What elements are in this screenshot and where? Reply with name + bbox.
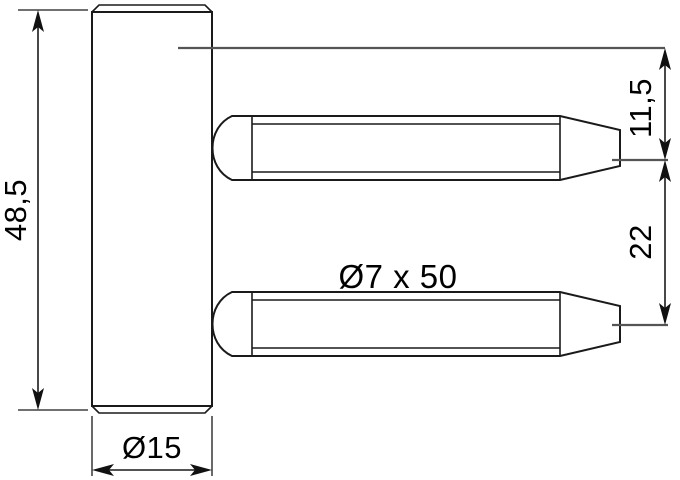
pin-spec-label: Ø7 x 50 <box>338 258 457 295</box>
lower-pin-geometry <box>211 291 621 357</box>
height-arrow-bottom <box>32 388 44 410</box>
plate-top-chamfer <box>91 4 213 13</box>
height-dim-label: 48,5 <box>0 179 33 241</box>
mounting-plate-geometry <box>91 4 213 414</box>
upper-pin-geometry <box>211 115 621 181</box>
top-offset-arrow-bottom <box>659 138 671 160</box>
label-pin-spec: Ø7 x 50 <box>338 258 457 295</box>
upper-pin-outline <box>211 115 621 181</box>
dimension-pin-spacing: 22 <box>623 160 671 325</box>
plate-bottom-chamfer <box>91 405 213 414</box>
centerlines <box>178 46 668 327</box>
pin-spacing-arrow-bottom <box>659 303 671 325</box>
height-arrow-top <box>32 10 44 32</box>
top-offset-arrow-top <box>659 48 671 70</box>
width-dim-label: Ø15 <box>122 430 182 465</box>
lower-pin-outline <box>211 291 621 357</box>
width-arrow-right <box>190 464 212 476</box>
dimension-height-overall: 48,5 <box>0 9 88 411</box>
width-arrow-left <box>92 464 114 476</box>
dimension-plate-width: Ø15 <box>91 416 213 476</box>
dimension-top-offset: 11,5 <box>623 48 671 160</box>
pin-spacing-dim-label: 22 <box>623 224 658 259</box>
plate-body-outline <box>91 11 213 407</box>
top-offset-dim-label: 11,5 <box>623 78 658 138</box>
pin-spacing-arrow-top <box>659 160 671 182</box>
